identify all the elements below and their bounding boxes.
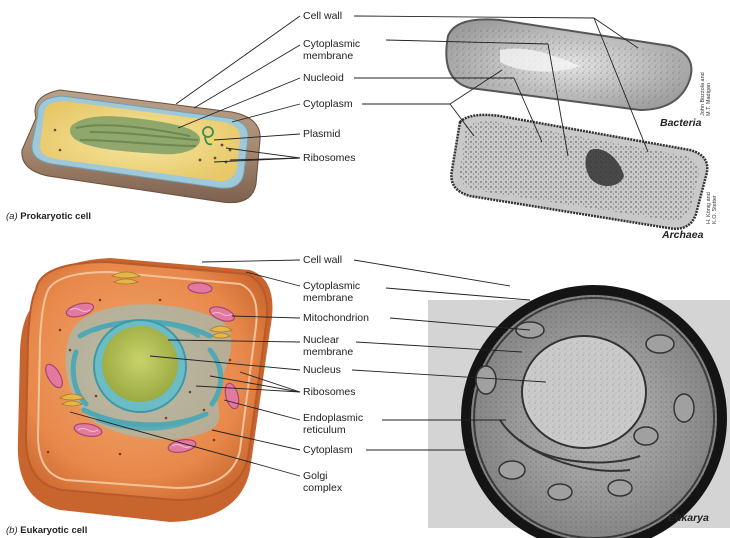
caption-prokaryotic-cell: (a) Prokaryotic cell: [6, 211, 91, 222]
label-bacteria: Bacteria: [660, 117, 701, 129]
eukaryotic-cell-illustration: [18, 258, 273, 522]
caption-text: Prokaryotic cell: [20, 211, 91, 222]
label-text-line: Golgi: [303, 470, 328, 482]
caption-letter: (b): [6, 525, 18, 536]
caption-eukaryotic-cell: (b) Eukaryotic cell: [6, 525, 87, 536]
label-prokaryote-cytoplasm: Cytoplasm: [303, 98, 353, 110]
label-nuclear-membrane: Nuclear membrane: [303, 334, 353, 358]
label-text-line: membrane: [303, 346, 353, 358]
label-prokaryote-plasmid: Plasmid: [303, 128, 340, 140]
label-eukaryote-cell-wall: Cell wall: [303, 254, 342, 266]
eukarya-micrograph: [428, 290, 730, 538]
label-prokaryote-nucleoid: Nucleoid: [303, 72, 344, 84]
archaea-micrograph: [451, 115, 707, 229]
label-nucleus: Nucleus: [303, 364, 341, 376]
label-endoplasmic-reticulum: Endoplasmic reticulum: [303, 412, 363, 436]
label-mitochondrion: Mitochondrion: [303, 312, 369, 324]
label-text-line: Nuclear: [303, 334, 339, 346]
credit-line: M.T. Madigan: [706, 83, 712, 116]
label-eukaryote-ribosomes: Ribosomes: [303, 386, 356, 398]
label-text-line: complex: [303, 482, 342, 494]
caption-text: Eukaryotic cell: [20, 525, 87, 536]
bacteria-micrograph: [446, 19, 691, 110]
credit-bacteria: John Bozzola and M.T. Madigan: [700, 72, 712, 116]
label-text-line: membrane: [303, 292, 353, 304]
label-prokaryote-cell-wall: Cell wall: [303, 10, 342, 22]
label-prokaryote-cytoplasmic-membrane: Cytoplasmic membrane: [303, 38, 360, 62]
label-archaea: Archaea: [662, 229, 703, 241]
label-eukarya: Eukarya: [668, 512, 709, 524]
credit-archaea: H. König and K.O. Stetter: [706, 192, 718, 224]
label-text-line: Cytoplasmic: [303, 38, 360, 50]
label-text-line: Endoplasmic: [303, 412, 363, 424]
label-golgi-complex: Golgi complex: [303, 470, 342, 494]
label-text-line: reticulum: [303, 424, 346, 436]
label-eukaryote-cytoplasmic-membrane: Cytoplasmic membrane: [303, 280, 360, 304]
label-eukaryote-cytoplasm: Cytoplasm: [303, 444, 353, 456]
label-prokaryote-ribosomes: Ribosomes: [303, 152, 356, 164]
label-text-line: membrane: [303, 50, 353, 62]
prokaryotic-cell-illustration: [22, 90, 260, 203]
credit-line: K.O. Stetter: [712, 195, 718, 224]
caption-letter: (a): [6, 211, 18, 222]
label-text-line: Cytoplasmic: [303, 280, 360, 292]
